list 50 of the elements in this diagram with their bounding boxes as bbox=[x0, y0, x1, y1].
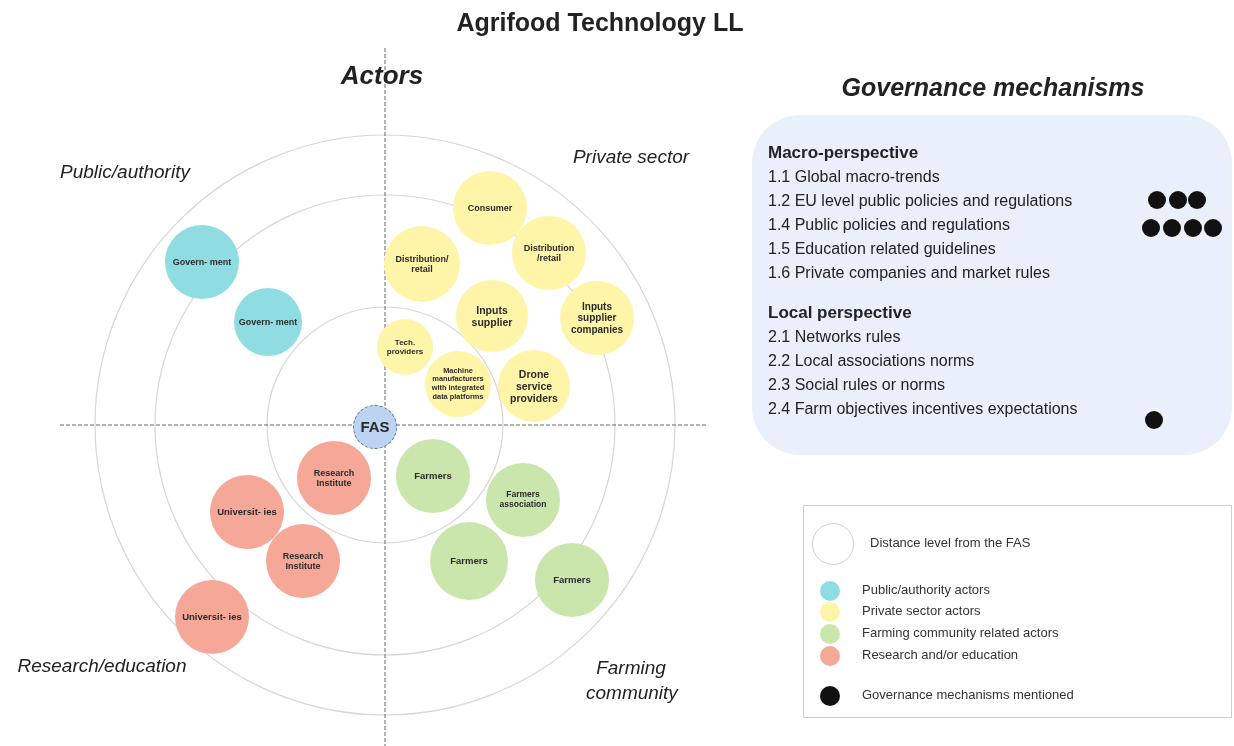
legend-label: Private sector actors bbox=[862, 603, 981, 618]
section-heading: Local perspective bbox=[768, 302, 912, 324]
mechanism-item: 1.5 Education related guidelines bbox=[768, 239, 996, 259]
mechanism-item: 1.6 Private companies and market rules bbox=[768, 263, 1050, 283]
actor-circle: Tech. providers bbox=[377, 319, 433, 375]
legend-label: Farming community related actors bbox=[862, 625, 1059, 640]
section-title: Governance mechanisms bbox=[841, 72, 1145, 102]
mechanism-item: 1.2 EU level public policies and regulations bbox=[768, 191, 1073, 211]
actor-circle: Research Institute bbox=[297, 441, 371, 515]
actor-circle: Drone service providers bbox=[498, 350, 570, 422]
diagram-title: Agrifood Technology LL bbox=[456, 7, 744, 37]
mechanism-item: 1.1 Global macro-trends bbox=[768, 167, 940, 187]
mechanism-item: 2.4 Farm objectives incentives expectations bbox=[768, 399, 1078, 419]
mechanism-item: 2.2 Local associations norms bbox=[768, 351, 975, 371]
governance-panel bbox=[752, 115, 1232, 455]
actor-circle: Farmers association bbox=[486, 463, 560, 537]
legend-label: Research and/or education bbox=[862, 647, 1019, 662]
actor-circle: Universit- ies bbox=[210, 475, 284, 549]
mechanism-dot bbox=[1204, 219, 1222, 237]
mechanism-dot bbox=[1142, 219, 1160, 237]
mechanism-dot bbox=[1169, 191, 1187, 209]
actor-circle: Consumer bbox=[453, 171, 527, 245]
section-heading: Macro-perspective bbox=[768, 142, 919, 164]
quadrant-label: Public/authority bbox=[60, 161, 190, 183]
actor-circle: Inputs supplier companies bbox=[560, 281, 634, 355]
mechanism-item: 2.1 Networks rules bbox=[768, 327, 901, 347]
actor-circle: Universit- ies bbox=[175, 580, 249, 654]
section-title: Actors bbox=[340, 59, 424, 91]
actor-circle: Distribution/ retail bbox=[384, 226, 460, 302]
actor-circle: Research Institute bbox=[266, 524, 340, 598]
mechanism-dot bbox=[1163, 219, 1181, 237]
actor-circle: Inputs supplier bbox=[456, 280, 528, 352]
legend-label: Distance level from the FAS bbox=[870, 535, 1031, 550]
mechanism-dot bbox=[1184, 219, 1202, 237]
mechanism-dot bbox=[1188, 191, 1206, 209]
quadrant-label: Research/education bbox=[17, 655, 187, 677]
mechanism-item: 1.4 Public policies and regulations bbox=[768, 215, 1010, 235]
mechanism-item: 2.3 Social rules or norms bbox=[768, 375, 945, 395]
legend-label: Governance mechanisms mentioned bbox=[862, 687, 1074, 702]
mechanism-dot bbox=[1145, 411, 1163, 429]
legend-label: Public/authority actors bbox=[862, 582, 990, 597]
quadrant-label: Private sector bbox=[572, 146, 690, 168]
actor-circle: Farmers bbox=[430, 522, 508, 600]
actor-circle: Govern- ment bbox=[234, 288, 302, 356]
mechanism-dot bbox=[1148, 191, 1166, 209]
fas-circle: FAS bbox=[353, 405, 397, 449]
actor-circle: Farmers bbox=[396, 439, 470, 513]
actor-circle: Farmers bbox=[535, 543, 609, 617]
actor-circle: Govern- ment bbox=[165, 225, 239, 299]
actor-circle: Distribution /retail bbox=[512, 216, 586, 290]
